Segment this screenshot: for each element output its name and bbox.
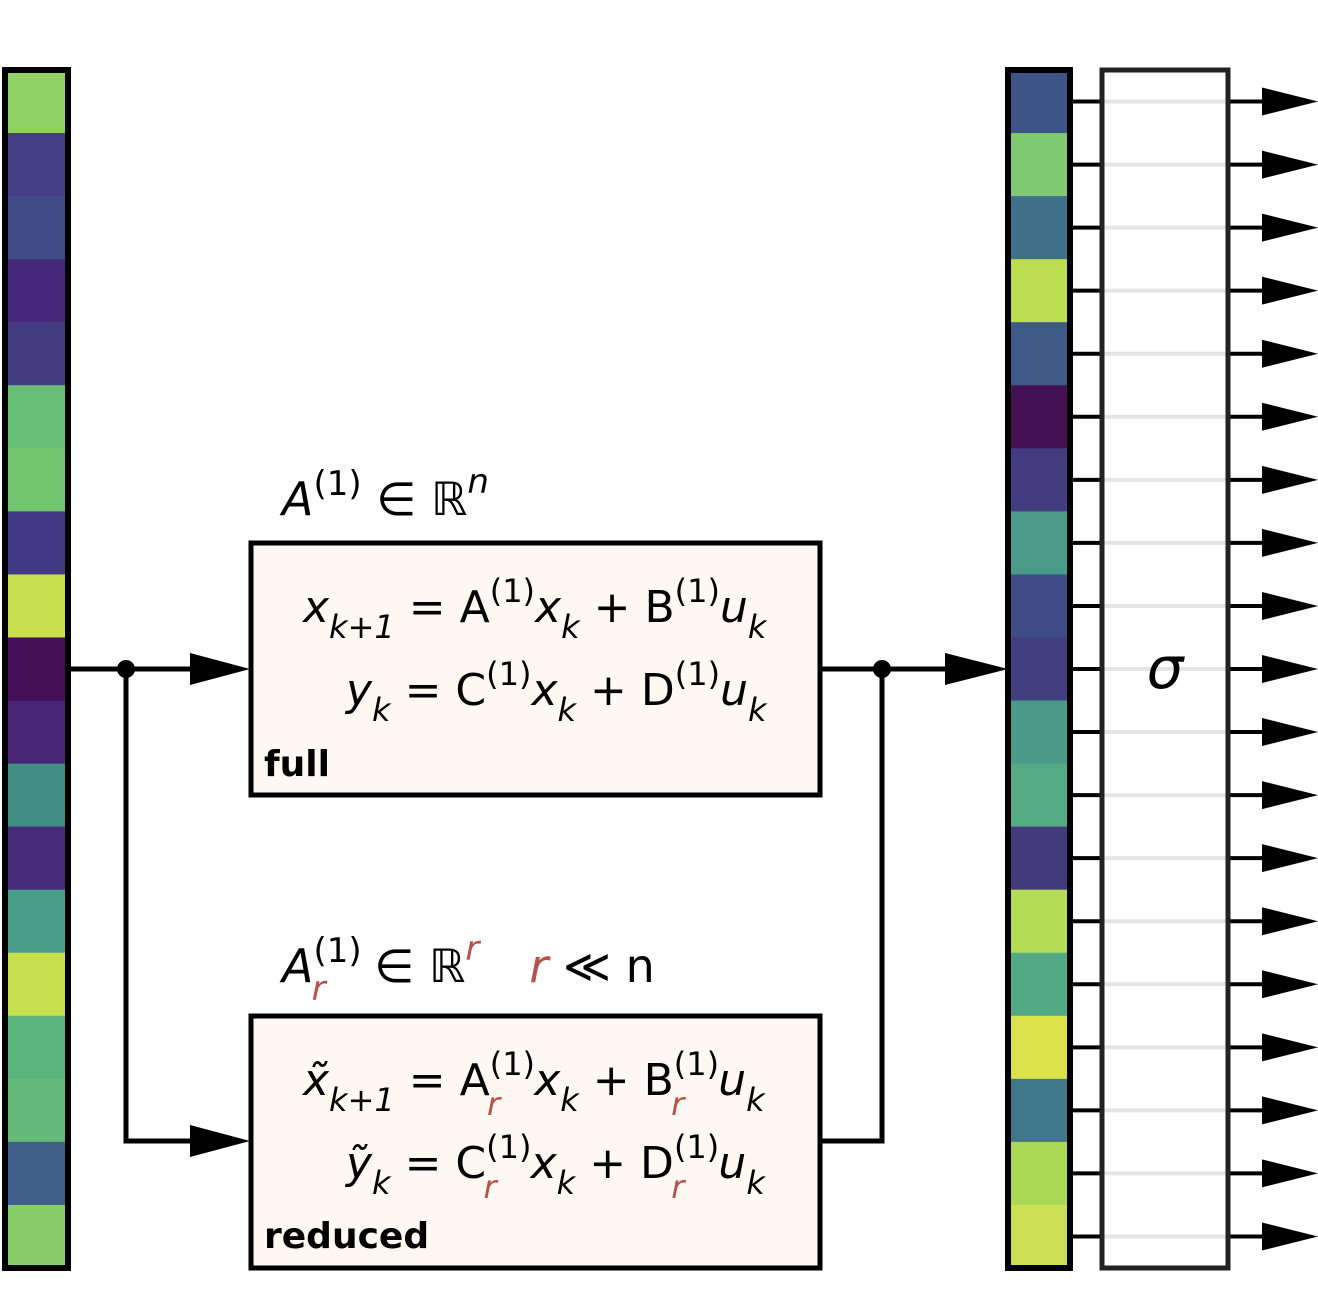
activation-box [1099, 67, 1231, 1271]
output-cell [1008, 763, 1070, 828]
output-arrow-icon [1262, 150, 1318, 179]
output-arrow-icon [1262, 970, 1318, 999]
output-arrow-icon [1262, 276, 1318, 305]
output-arrow-icon [1262, 1159, 1318, 1188]
input-vector [5, 70, 68, 1269]
output-cell [1008, 133, 1070, 197]
input-cell [5, 1141, 68, 1206]
output-cell [1008, 952, 1070, 1017]
output-vector [1008, 70, 1070, 1269]
output-arrow-icon [1262, 1096, 1318, 1125]
input-cell [5, 70, 68, 134]
output-cell [1008, 700, 1070, 765]
input-cell [5, 952, 68, 1017]
reduced-model-box [248, 1013, 823, 1271]
input-cell [5, 1078, 68, 1143]
input-cell [5, 133, 68, 197]
input-cell [5, 511, 68, 575]
connectors [68, 666, 955, 1144]
input-cell [5, 700, 68, 765]
output-arrow-icon [1262, 87, 1318, 116]
output-cell [1008, 637, 1070, 702]
input-cell [5, 322, 68, 386]
output-arrow-icon [1262, 907, 1318, 936]
output-cell [1008, 574, 1070, 638]
output-arrow-icon [1262, 781, 1318, 810]
output-cell [1008, 385, 1070, 449]
output-cell [1008, 448, 1070, 512]
output-cell [1008, 196, 1070, 260]
input-cell [5, 763, 68, 828]
junction-dot [117, 660, 135, 678]
input-cell [5, 1204, 68, 1269]
output-cell [1008, 1204, 1070, 1269]
arrow-to-output-icon [945, 653, 1008, 685]
output-arrow-icon [1262, 465, 1318, 494]
full-heading: A(1) ∈ ℝn [279, 462, 489, 526]
output-arrow-icon [1262, 528, 1318, 557]
output-arrow-icon [1262, 213, 1318, 242]
input-cell [5, 826, 68, 891]
output-cell [1008, 511, 1070, 575]
full-model-box [248, 540, 823, 798]
output-cell [1008, 826, 1070, 891]
input-cell [5, 637, 68, 702]
output-arrow-icon [1262, 591, 1318, 620]
full-state-equation: xk+1 = A(1)xk + B(1)uk [301, 572, 768, 646]
output-connections [1070, 87, 1318, 1251]
input-cell [5, 448, 68, 512]
input-cell [5, 259, 68, 323]
output-arrow-icon [1262, 339, 1318, 368]
arrow-to-full-icon [190, 653, 250, 685]
output-cell [1008, 322, 1070, 386]
output-cell [1008, 70, 1070, 134]
input-cell [5, 574, 68, 638]
output-arrow-icon [1262, 402, 1318, 431]
full-output-equation: yk = C(1)xk + D(1)uk [344, 655, 768, 729]
output-cell [1008, 889, 1070, 954]
input-cell [5, 1015, 68, 1080]
output-cell [1008, 259, 1070, 323]
arrowheads [117, 653, 1008, 1157]
full-label: full [264, 744, 330, 785]
output-cell [1008, 1141, 1070, 1206]
arrow-to-reduced-icon [190, 1125, 250, 1157]
input-cell [5, 889, 68, 954]
output-arrow-icon [1262, 844, 1318, 873]
output-arrow-icon [1262, 1222, 1318, 1251]
output-arrow-icon [1262, 1033, 1318, 1062]
input-cell [5, 196, 68, 260]
output-cell [1008, 1078, 1070, 1143]
input-cell [5, 385, 68, 449]
output-arrow-icon [1262, 718, 1318, 747]
output-cell [1008, 1015, 1070, 1080]
sigma-symbol: σ [1147, 634, 1186, 702]
output-arrow-icon [1262, 655, 1318, 683]
junction-dot [873, 660, 891, 678]
reduced-label: reduced [264, 1216, 429, 1257]
